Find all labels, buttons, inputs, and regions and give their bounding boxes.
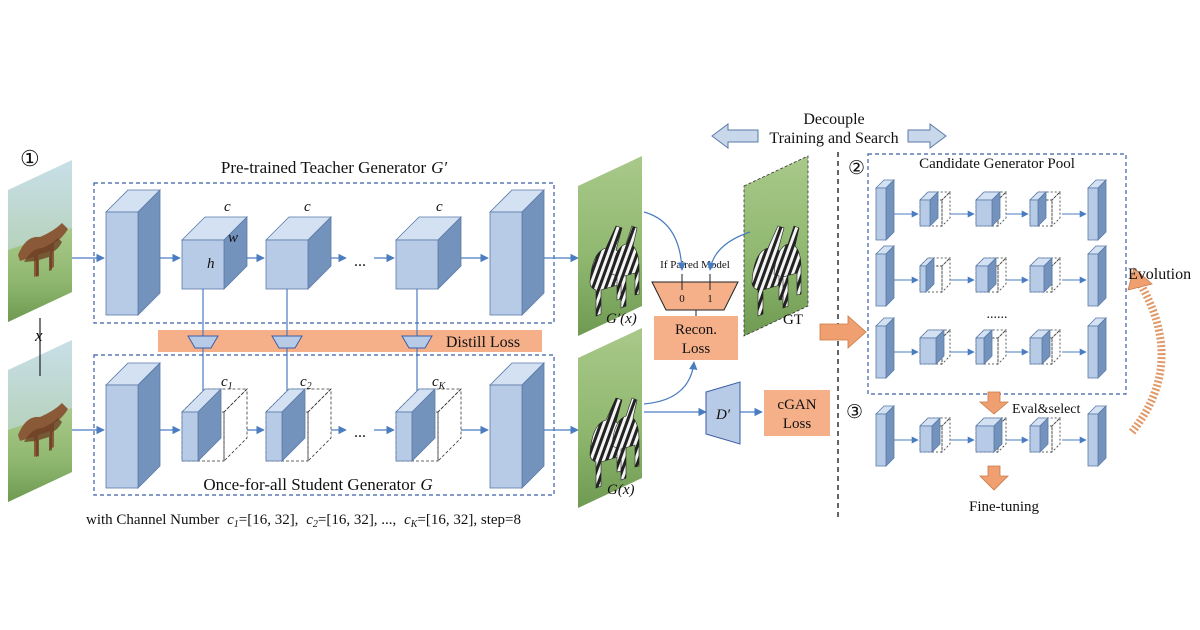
student-cube-1 bbox=[181, 388, 248, 462]
fine-tuning-label: Fine-tuning bbox=[969, 499, 1039, 515]
student-slab-out bbox=[489, 362, 545, 489]
paired-switch bbox=[651, 281, 739, 311]
decouple-arrow-left bbox=[711, 123, 759, 149]
student-slab-in bbox=[105, 362, 161, 489]
teacher-ellipsis: ... bbox=[354, 253, 366, 270]
distill-adapters bbox=[187, 335, 433, 349]
teacher-cube-1 bbox=[181, 216, 248, 290]
teacher-slab-out bbox=[489, 189, 545, 316]
switch-0-label: 0 bbox=[679, 293, 685, 305]
candidate-network-2 bbox=[875, 245, 1107, 307]
evolution-arrowhead bbox=[1127, 267, 1153, 291]
evolution-label: Evolution bbox=[1128, 266, 1191, 283]
step1-label: ① bbox=[20, 146, 40, 171]
teacher-dim-w: w bbox=[228, 230, 238, 246]
student-ellipsis: ... bbox=[354, 424, 366, 441]
student-output-label: G(x) bbox=[607, 482, 634, 498]
student-cube-k bbox=[395, 388, 462, 462]
student-ck-label: cK bbox=[432, 374, 447, 392]
evolution-loop bbox=[1128, 277, 1166, 435]
step2-label: ② bbox=[848, 158, 865, 179]
gt-label: GT bbox=[783, 312, 803, 328]
distill-loss-bar bbox=[158, 330, 542, 352]
student-output-image bbox=[578, 328, 642, 508]
recon-loss-line2: Loss bbox=[682, 341, 711, 357]
teacher-dim-h: h bbox=[207, 256, 215, 272]
teacher-cube-k bbox=[395, 216, 462, 290]
decouple-line2: Training and Search bbox=[769, 130, 898, 147]
discriminator bbox=[705, 381, 741, 445]
decouple-arrow-right bbox=[907, 123, 947, 149]
eval-select-label: Eval&select bbox=[1012, 402, 1081, 417]
teacher-dim-ck: c bbox=[436, 199, 443, 215]
decouple-line1: Decouple bbox=[803, 111, 864, 128]
discriminator-label: D′ bbox=[715, 407, 731, 423]
to-pool-arrow bbox=[819, 315, 867, 349]
cgan-loss-line1: cGAN bbox=[777, 397, 816, 413]
finetune-arrow bbox=[979, 465, 1009, 491]
switch-1-label: 1 bbox=[707, 293, 713, 305]
teacher-output-image bbox=[578, 156, 642, 336]
recon-arrows bbox=[643, 211, 763, 417]
candidate-network-1 bbox=[875, 179, 1107, 241]
candidate-network-3 bbox=[875, 317, 1107, 379]
student-c1-label: c1 bbox=[221, 374, 233, 392]
channel-caption: with Channel Number c1=[16, 32], c2=[16,… bbox=[86, 512, 521, 530]
pool-ellipsis: ...... bbox=[987, 307, 1008, 322]
candidate-pool-title: Candidate Generator Pool bbox=[919, 156, 1075, 172]
step3-label: ③ bbox=[846, 402, 863, 423]
cgan-loss-box bbox=[764, 390, 830, 436]
eval-arrow bbox=[978, 391, 1010, 415]
teacher-frame bbox=[93, 182, 555, 324]
recon-loss-line1: Recon. bbox=[675, 322, 717, 338]
input-image-bottom bbox=[8, 340, 72, 502]
teacher-output-label: G′(x) bbox=[606, 311, 637, 327]
teacher-dim-c1: c bbox=[224, 199, 231, 215]
selected-network bbox=[875, 405, 1107, 467]
student-frame bbox=[93, 354, 555, 496]
candidate-pool-frame bbox=[867, 153, 1127, 395]
teacher-slab-in bbox=[105, 189, 161, 316]
if-paired-label: If Paired Model bbox=[660, 259, 730, 271]
recon-loss-box bbox=[654, 316, 738, 360]
student-c2-label: c2 bbox=[300, 374, 312, 392]
cgan-loss-line2: Loss bbox=[783, 416, 812, 432]
candidate-pool-networks bbox=[875, 179, 1107, 379]
input-x-label: x bbox=[34, 326, 43, 345]
distill-loss-label: Distill Loss bbox=[446, 334, 520, 351]
teacher-dim-c2: c bbox=[304, 199, 311, 215]
selected-candidate-network bbox=[875, 405, 1107, 467]
student-cube-2 bbox=[265, 388, 332, 462]
gt-image bbox=[743, 155, 809, 337]
teacher-cube-2 bbox=[265, 216, 332, 290]
input-image-top bbox=[8, 160, 72, 322]
